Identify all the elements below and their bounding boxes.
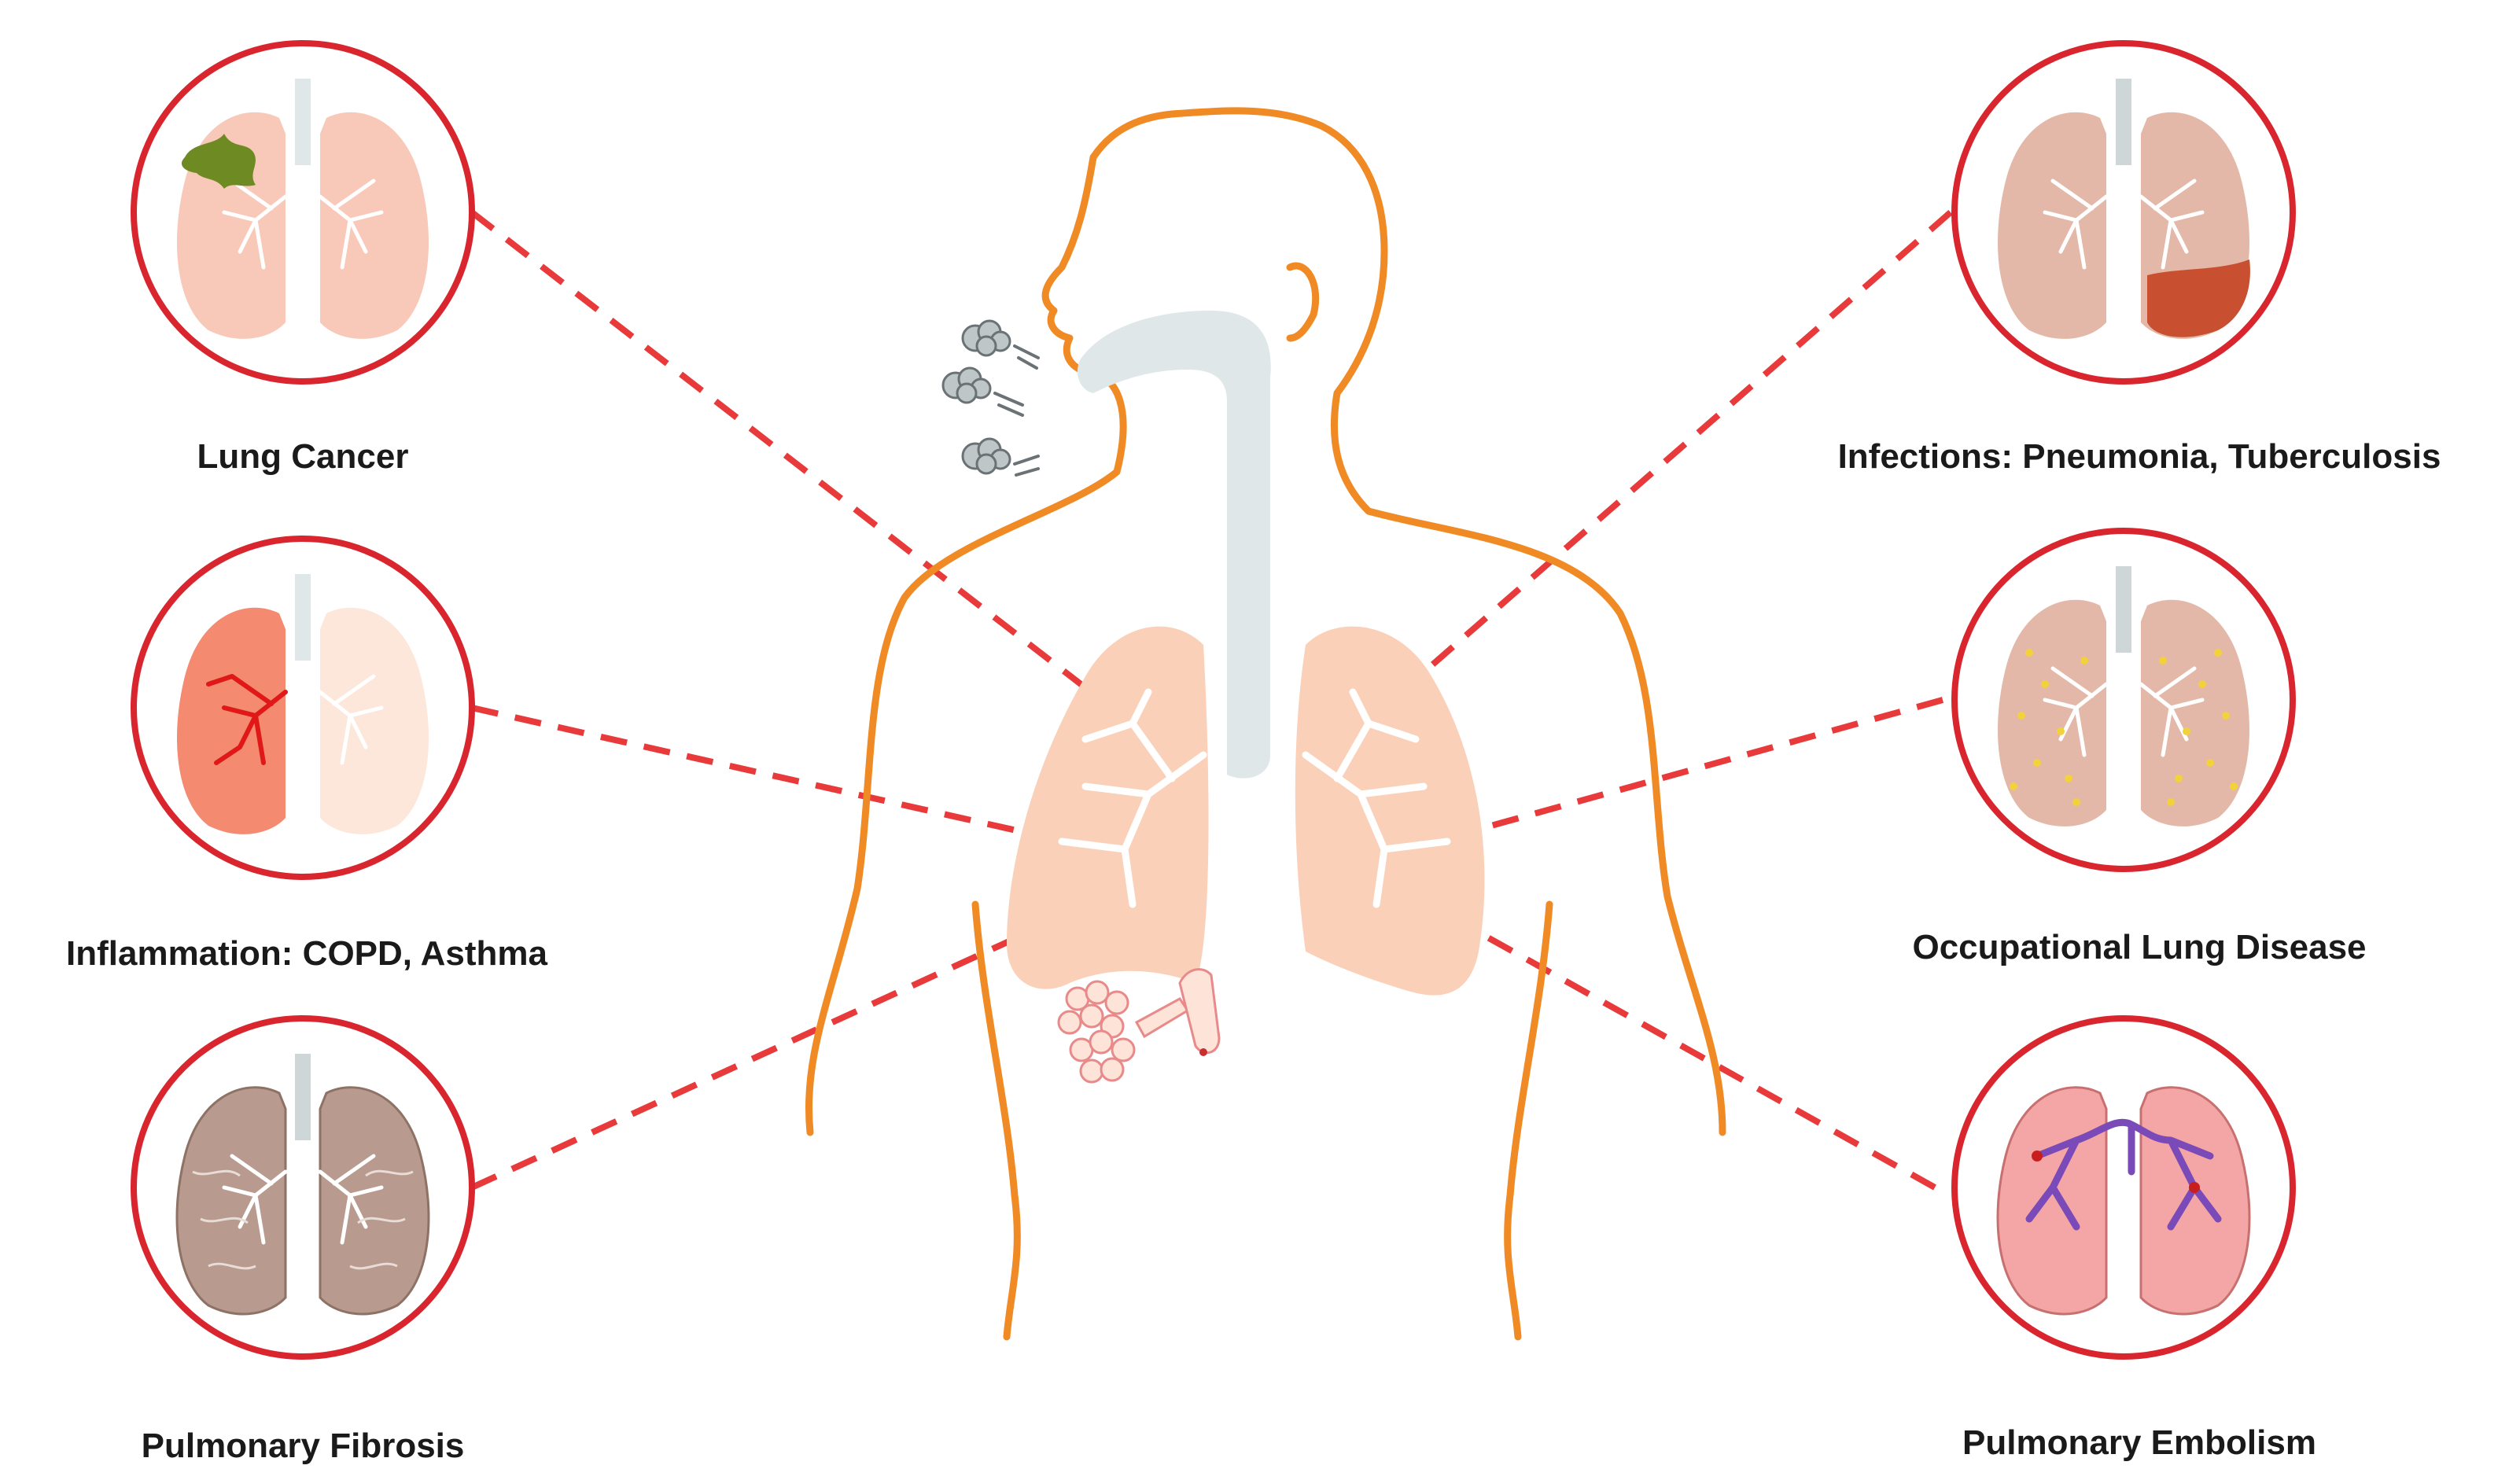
connector-lines (470, 209, 1953, 1191)
circle-lung-cancer (131, 40, 475, 385)
main-right-lung (1295, 626, 1485, 996)
pulmonary-vessels (2025, 1118, 2222, 1231)
main-left-lung (1007, 626, 1209, 989)
connector-pulmonary-embolism (1469, 925, 1936, 1191)
connector-inflammation (471, 705, 1031, 837)
label-lung-cancer: Lung Cancer (197, 437, 409, 476)
circle-inflammation (131, 536, 475, 880)
connector-pulmonary-fibrosis (470, 925, 1040, 1191)
label-inflammation: Inflammation: COPD, Asthma (66, 934, 547, 973)
label-infections: Infections: Pneumonia, Tuberculosis (1837, 437, 2441, 476)
human-body-outline (805, 107, 1726, 1341)
connector-lung-cancer (470, 209, 1103, 703)
main-bronchi (1058, 688, 1451, 908)
main-lungs (1007, 626, 1485, 996)
label-pulmonary-embolism: Pulmonary Embolism (1962, 1423, 2316, 1462)
circle-infections (1951, 40, 2296, 385)
infection-patch (2147, 260, 2250, 337)
label-occupational: Occupational Lung Disease (1912, 928, 2367, 966)
tumor-mass (181, 134, 256, 189)
connector-occupational (1461, 697, 1944, 837)
alveoli-cluster (1057, 968, 1221, 1084)
circle-pulmonary-fibrosis (131, 1015, 475, 1360)
trachea (1078, 311, 1271, 779)
connector-infections (1390, 209, 1953, 703)
exhale-puffs (941, 319, 1011, 475)
circle-occupational (1951, 528, 2296, 872)
circle-pulmonary-embolism (1951, 1015, 2296, 1360)
label-pulmonary-fibrosis: Pulmonary Fibrosis (141, 1427, 465, 1465)
dust-particles (2010, 649, 2238, 806)
